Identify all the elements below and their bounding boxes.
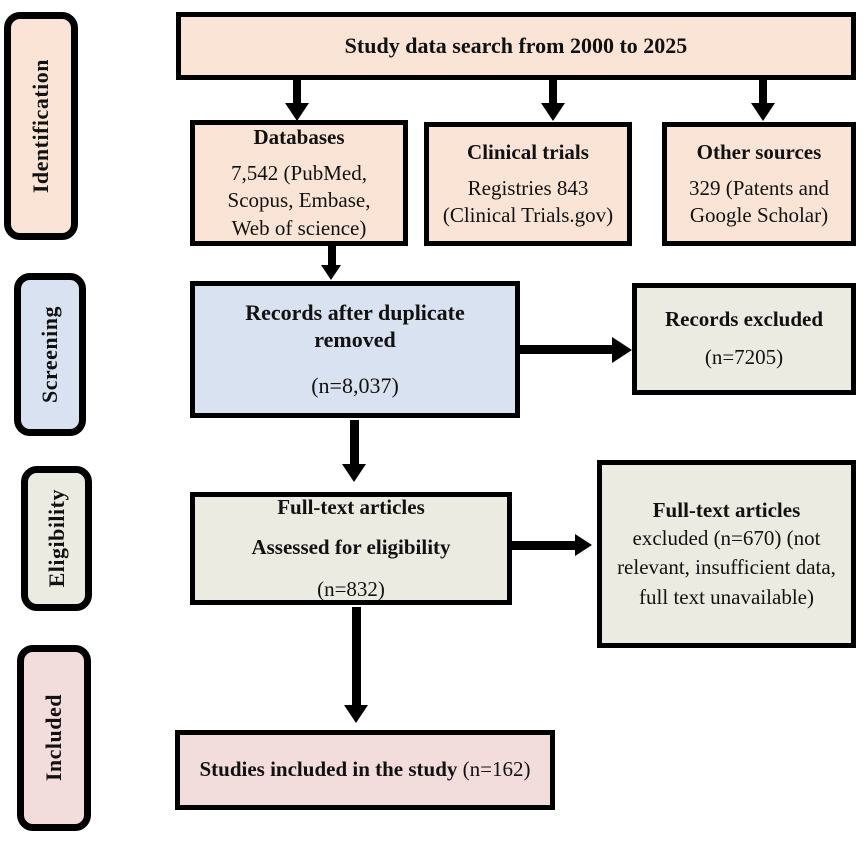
arrow-search-to-other-sources-head — [751, 103, 775, 121]
stage-label-screening: Screening — [37, 306, 62, 403]
box-records-title: Records after duplicate removed — [245, 299, 465, 353]
box-clinical-trials-title: Clinical trials — [467, 139, 589, 164]
box-databases: Databases 7,542 (PubMed, Scopus, Embase,… — [190, 120, 408, 246]
box-studies-included: Studies included in the study (n=162) — [175, 730, 555, 810]
arrow-fulltext-to-included-shaft — [352, 607, 361, 710]
stage-label-identification: Identification — [28, 58, 53, 194]
box-clinical-trials: Clinical trials Registries 843 (Clinical… — [424, 122, 632, 246]
arrow-records-to-fulltext-head — [342, 464, 366, 482]
arrow-fulltext-to-included-head — [344, 705, 368, 723]
box-clinical-trials-line-1: Registries 843 — [467, 175, 589, 200]
box-records-excluded-count: (n=7205) — [704, 345, 784, 370]
box-databases-line-2: Scopus, Embase, — [227, 188, 371, 213]
arrow-search-to-other-sources-shaft — [759, 80, 767, 108]
box-study-data-search-title: Study data search from 2000 to 2025 — [344, 33, 688, 59]
box-databases-line-3: Web of science) — [231, 215, 367, 240]
box-fulltext-excluded-line-3: full text unavailable) — [639, 584, 814, 609]
box-databases-title: Databases — [253, 124, 345, 149]
stage-pill-identification: Identification — [4, 12, 78, 240]
arrow-records-to-records-excluded-shaft — [520, 345, 616, 354]
arrow-fulltext-to-fulltext-excluded-shaft — [512, 541, 577, 550]
arrow-databases-to-records-head — [321, 265, 341, 280]
box-records-excluded: Records excluded (n=7205) — [632, 283, 856, 395]
box-other-sources-title: Other sources — [696, 139, 822, 164]
box-included-text: Studies included in the study (n=162) — [199, 757, 530, 782]
stage-pill-screening: Screening — [14, 273, 86, 436]
box-study-data-search: Study data search from 2000 to 2025 — [176, 12, 856, 80]
stage-label-eligibility: Eligibility — [43, 489, 69, 588]
arrow-search-to-databases-head — [285, 103, 309, 121]
box-fulltext-excluded-line-2: relevant, insufficient data, — [617, 555, 836, 580]
stage-pill-included: Included — [17, 645, 91, 831]
arrow-fulltext-to-fulltext-excluded-head — [575, 534, 592, 556]
arrow-search-to-databases-shaft — [293, 80, 301, 108]
arrow-records-to-fulltext-shaft — [350, 420, 359, 469]
box-full-text-articles-excluded: Full-text articles excluded (n=670) (not… — [597, 460, 856, 648]
box-clinical-trials-line-2: (Clinical Trials.gov) — [442, 203, 614, 228]
stage-pill-eligibility: Eligibility — [21, 466, 92, 611]
box-full-text-articles-assessed: Full-text articles Assessed for eligibil… — [190, 492, 512, 605]
arrow-databases-to-records-shaft — [328, 246, 336, 268]
box-included-label: Studies included in the study — [199, 757, 458, 782]
box-fulltext-excluded-title: Full-text articles — [652, 497, 801, 522]
box-fulltext-title-line-1: Full-text articles — [277, 494, 425, 519]
box-included-count: (n=162) — [462, 757, 531, 782]
box-databases-line-1: 7,542 (PubMed, — [231, 161, 367, 186]
box-records-count: (n=8,037) — [311, 372, 399, 398]
arrow-search-to-clinical-trials-shaft — [549, 80, 557, 108]
box-other-sources: Other sources 329 (Patents and Google Sc… — [662, 122, 856, 246]
arrow-records-to-records-excluded-head — [612, 337, 632, 363]
box-fulltext-count: (n=832) — [317, 577, 385, 602]
box-other-sources-line-1: 329 (Patents and — [689, 175, 829, 200]
box-records-after-duplicate-removed: Records after duplicate removed (n=8,037… — [190, 281, 520, 418]
box-fulltext-title-line-2: Assessed for eligibility — [251, 534, 451, 559]
box-fulltext-excluded-line-1: excluded (n=670) (not — [632, 526, 821, 551]
arrow-search-to-clinical-trials-head — [541, 103, 565, 121]
box-other-sources-line-2: Google Scholar) — [689, 203, 829, 228]
stage-label-included: Included — [41, 694, 66, 782]
box-records-excluded-title: Records excluded — [664, 307, 824, 332]
